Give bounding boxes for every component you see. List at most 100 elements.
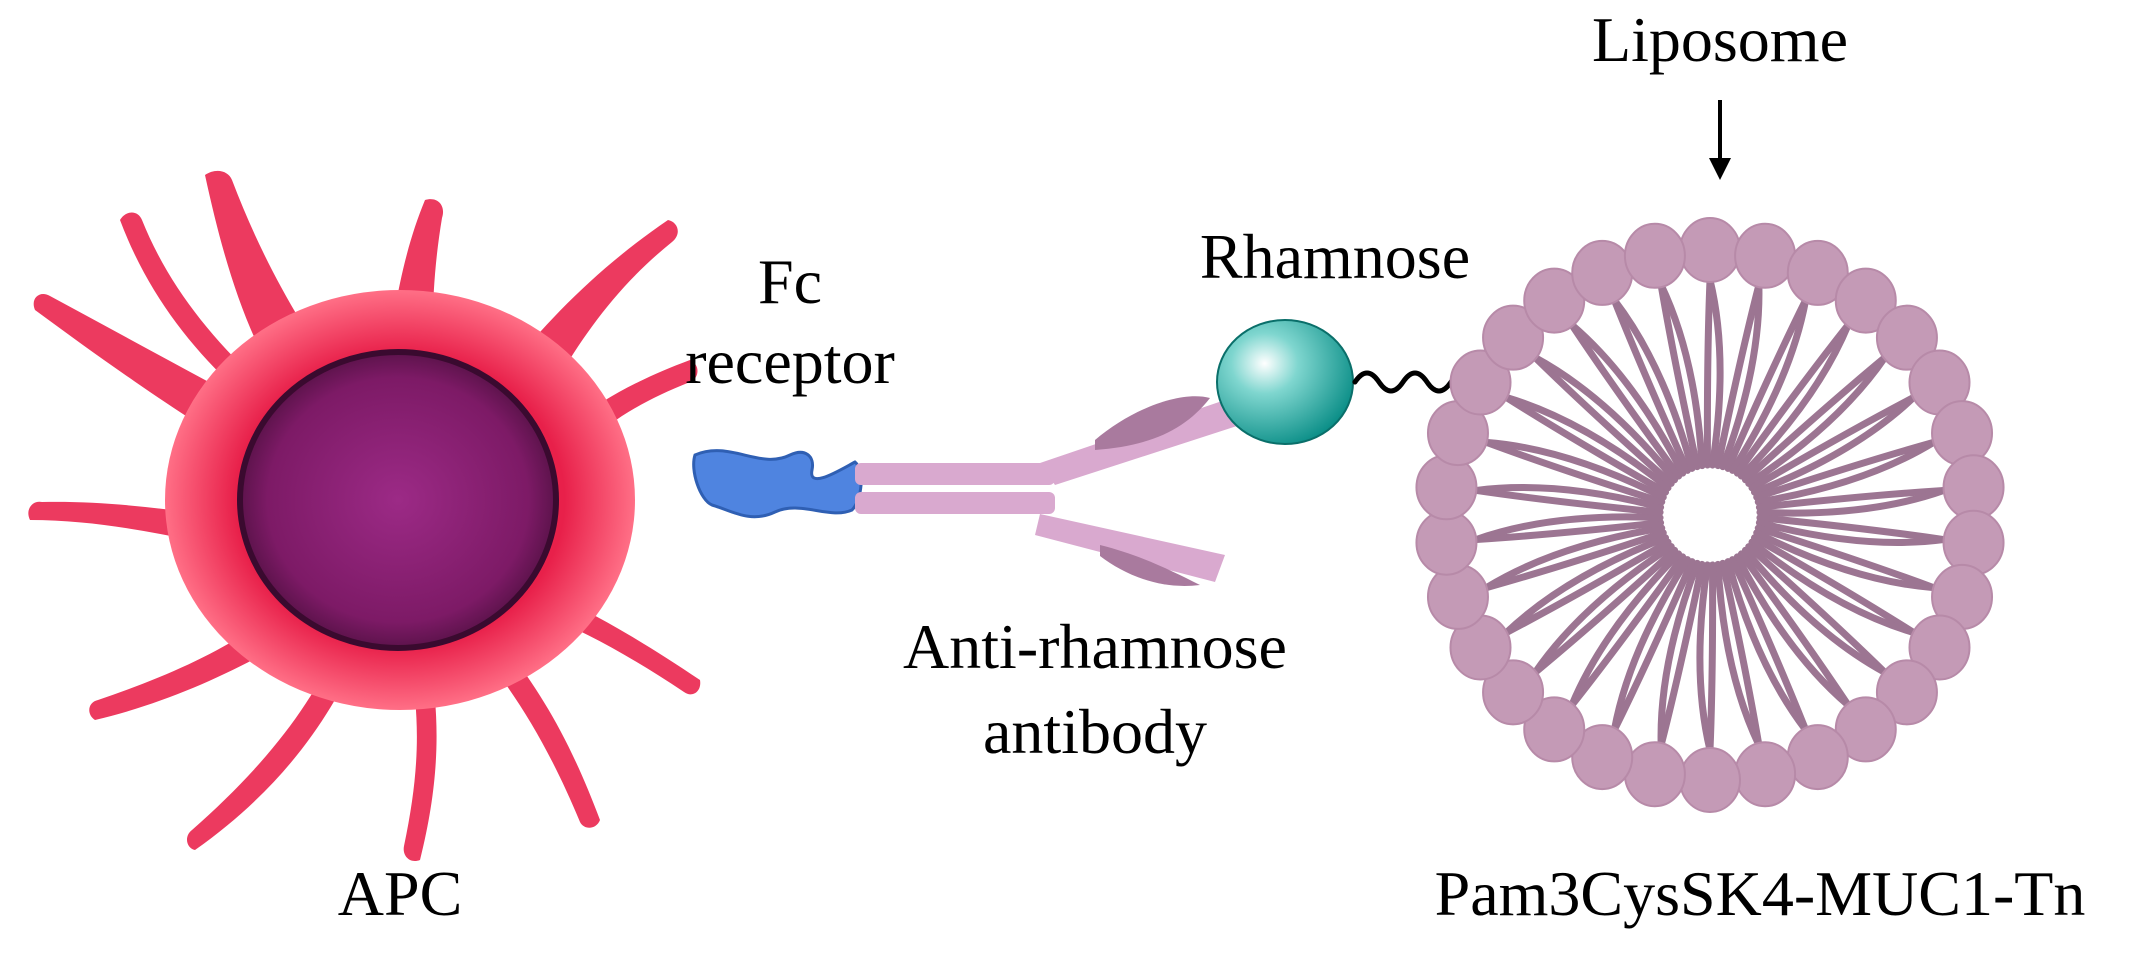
lipid: [1741, 543, 1938, 726]
lipid-tail: [1657, 559, 1701, 749]
lipid-head: [1942, 509, 2005, 576]
lipid-tail: [1706, 561, 1717, 754]
lipid-head: [1449, 349, 1512, 416]
lipid-head: [1734, 222, 1797, 289]
lipid-tail: [1719, 559, 1763, 749]
lipid-tail: [1531, 354, 1679, 484]
lipid-tail: [1483, 524, 1666, 592]
lipid-tail: [1753, 438, 1937, 501]
lipid-head: [1875, 659, 1938, 726]
antibody-shape: [855, 396, 1240, 586]
lipid-head: [1679, 747, 1741, 813]
lipid-head: [1415, 454, 1478, 521]
rhamnose-label: Rhamnose: [1199, 221, 1471, 292]
lipid-tail: [1483, 529, 1667, 592]
lipid-tail: [1755, 519, 1948, 546]
lipid-tail: [1733, 553, 1852, 709]
lipid-tail: [1657, 281, 1706, 470]
lipid-head: [1523, 696, 1586, 763]
lipid: [1482, 304, 1679, 487]
lipid-head: [1786, 239, 1849, 306]
apc-nucleus: [237, 349, 559, 651]
lipid-tail: [1729, 296, 1810, 474]
antibody-label-line1: Anti-rhamnose: [903, 611, 1287, 682]
fc-receptor-label-line1: Fc: [758, 246, 822, 317]
lipid: [1449, 349, 1672, 496]
lipid: [1679, 561, 1741, 813]
liposome-label: Liposome: [1592, 4, 1848, 75]
lipid: [1748, 534, 1971, 681]
lipid: [1733, 267, 1897, 480]
lipid-tail: [1502, 394, 1669, 496]
lipid-head: [1571, 239, 1634, 306]
lipid-tail: [1737, 550, 1852, 709]
lipid-tail: [1754, 438, 1937, 506]
lipid-tail: [1568, 321, 1683, 480]
lipid-tail: [1745, 354, 1889, 487]
lipid: [1755, 454, 2005, 521]
apc-label: APC: [337, 858, 463, 929]
lipid-tail: [1568, 553, 1687, 709]
lipid: [1571, 239, 1696, 474]
lipid-head: [1908, 614, 1971, 681]
lipid: [1623, 222, 1706, 471]
lipid-tail: [1729, 556, 1810, 734]
lipid-tail: [1756, 486, 1948, 517]
lipid-head: [1875, 304, 1938, 371]
lipid-tail: [1756, 514, 1948, 544]
liposome-arrow: [1709, 100, 1731, 180]
lipid: [1724, 239, 1849, 474]
lipid-tail: [1706, 276, 1724, 469]
lipid-tail: [1733, 321, 1852, 477]
lipid: [1741, 304, 1938, 487]
lipid-tail: [1472, 486, 1664, 516]
lipid-tail: [1741, 354, 1889, 484]
lipid-tail: [1531, 543, 1675, 676]
lipid-tail: [1472, 519, 1665, 544]
lipid-tail: [1483, 438, 1667, 501]
lipid-head: [1734, 741, 1797, 808]
lipid-tail: [1483, 438, 1666, 506]
lipid-head: [1679, 217, 1741, 283]
lipid-tail: [1472, 484, 1665, 511]
lipid-tail: [1714, 560, 1763, 749]
lipid-tail: [1737, 321, 1852, 480]
lipid: [1426, 400, 1667, 506]
lipid-tail: [1719, 281, 1763, 471]
lipid-tail: [1696, 561, 1714, 754]
lipid: [1482, 543, 1679, 726]
lipid-head: [1623, 741, 1686, 808]
lipid: [1733, 550, 1897, 763]
lipid: [1523, 267, 1687, 480]
lipid-tail: [1657, 560, 1706, 749]
construct-label: Pam3CysSK4-MUC1-Tn: [1434, 858, 2086, 929]
lipid-tail: [1502, 394, 1672, 492]
lipid: [1415, 454, 1665, 521]
lipid-head: [1482, 659, 1545, 726]
lipid: [1753, 400, 1994, 506]
fc-receptor-shape: [692, 449, 863, 519]
lipid-tail: [1610, 558, 1696, 734]
lipid-tail: [1714, 281, 1763, 470]
liposome: [1415, 217, 2005, 813]
lipid-tail: [1472, 513, 1664, 544]
lipid-tail: [1531, 354, 1675, 487]
lipid-head: [1482, 304, 1545, 371]
lipid-tail: [1748, 538, 1918, 636]
lipid-tail: [1724, 558, 1810, 734]
lipid-tail: [1610, 296, 1696, 472]
lipid: [1449, 534, 1672, 681]
lipid-tail: [1748, 394, 1918, 492]
lipid-tail: [1741, 546, 1889, 676]
lipid: [1415, 509, 1665, 576]
lipid: [1523, 550, 1687, 763]
lipid: [1571, 556, 1696, 791]
lipid-tail: [1745, 543, 1889, 676]
lipid-head: [1426, 563, 1489, 630]
lipid-tail: [1703, 276, 1714, 469]
lipid-tail: [1568, 550, 1683, 709]
lipid: [1623, 559, 1706, 808]
lipid-tail: [1531, 546, 1679, 676]
lipid-head: [1786, 724, 1849, 791]
